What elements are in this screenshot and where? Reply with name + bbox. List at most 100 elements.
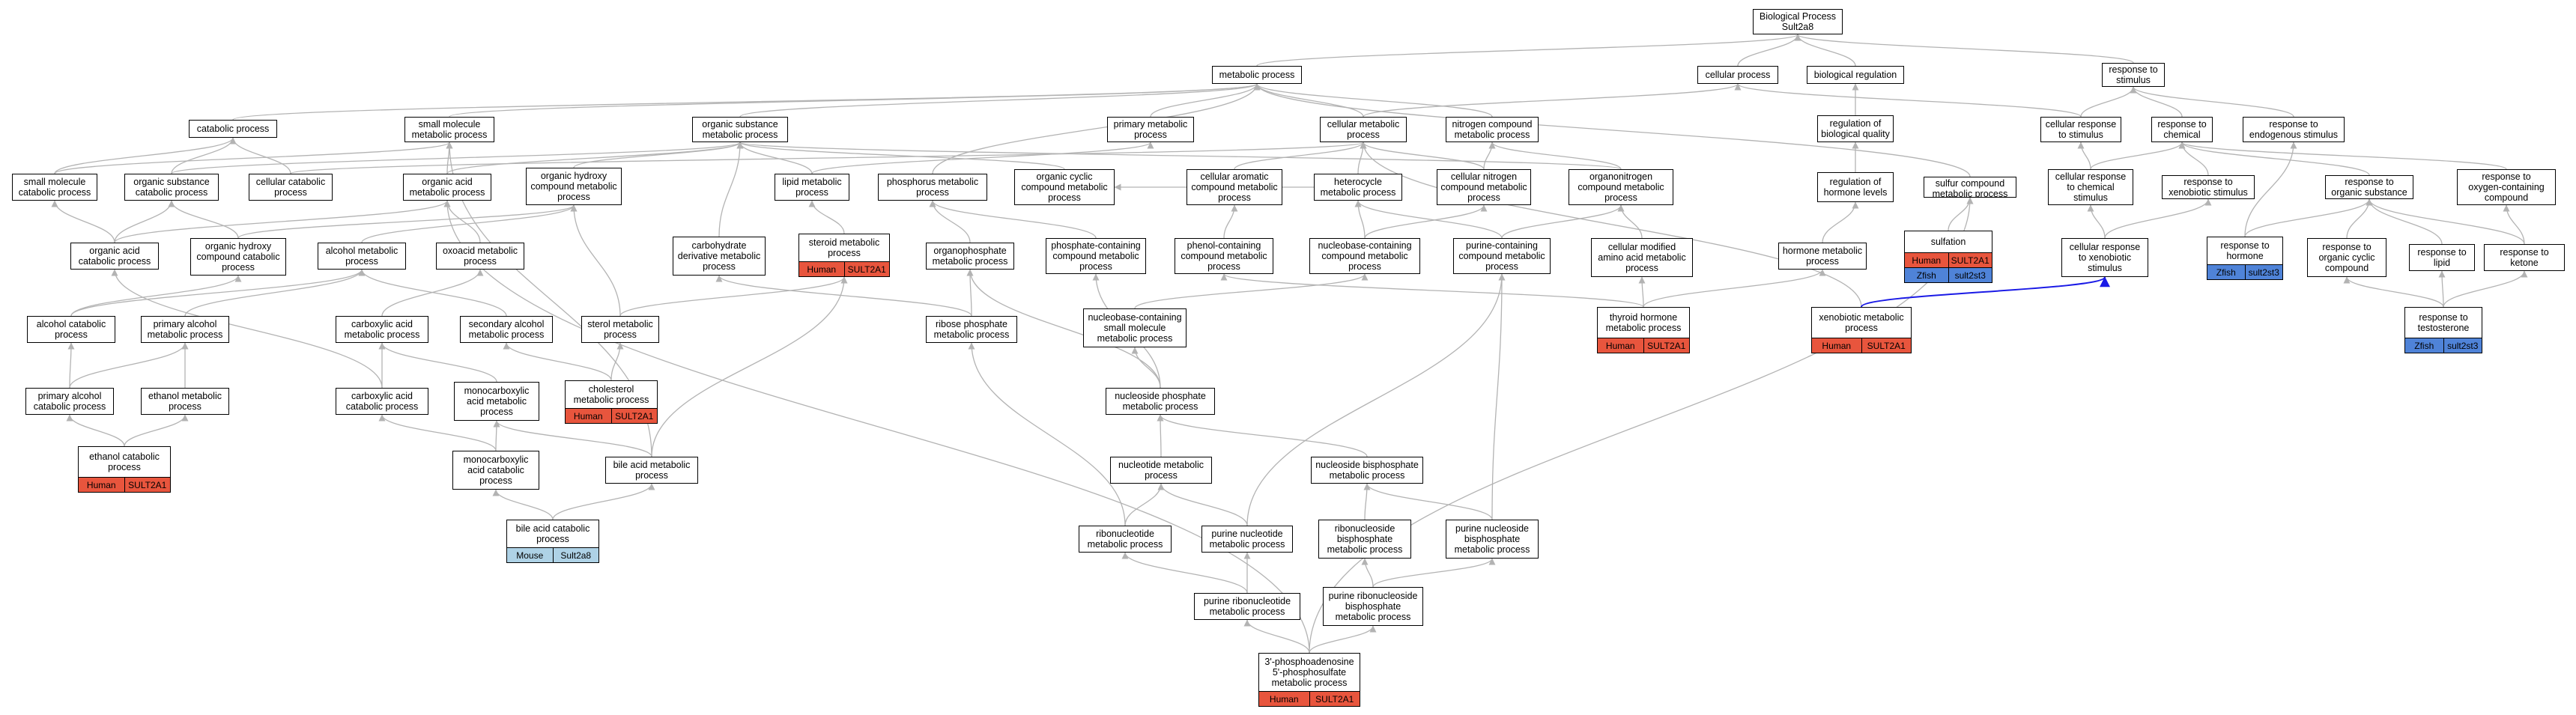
go-term-organic-acid-metabolic-process[interactable]: organic acid metabolic process <box>403 174 491 201</box>
go-term-cellular-response-to-stimulus[interactable]: cellular response to stimulus <box>2040 117 2121 142</box>
go-term-phenol-containing-compound-metabolic-process[interactable]: phenol-containing compound metabolic pro… <box>1175 238 1273 274</box>
go-term-hormone-metabolic-process[interactable]: hormone metabolic process <box>1778 243 1867 270</box>
go-term-organonitrogen-compound-metabolic-process[interactable]: organonitrogen compound metabolic proces… <box>1569 169 1673 205</box>
go-term-cellular-response-to-xenobiotic-stimulus[interactable]: cellular response to xenobiotic stimulus <box>2061 238 2148 277</box>
go-term-purine-containing-compound-metabolic-process[interactable]: purine-containing compound metabolic pro… <box>1453 238 1551 274</box>
go-term-cellular-response-to-chemical-stimulus[interactable]: cellular response to chemical stimulus <box>2048 169 2133 205</box>
go-term-organic-hydroxy-compound-catabolic-process[interactable]: organic hydroxy compound catabolic proce… <box>190 238 286 276</box>
go-term-purine-nucleoside-bisphosphate-metabolic-process[interactable]: purine nucleoside bisphosphate metabolic… <box>1446 520 1539 559</box>
go-term-organophosphate-metabolic-process[interactable]: organophosphate metabolic process <box>926 243 1014 270</box>
is-a-edge <box>2130 86 2294 118</box>
go-term-bile-acid-metabolic-process[interactable]: bile acid metabolic process <box>605 457 698 484</box>
go-term-organic-substance-metabolic-process[interactable]: organic substance metabolic process <box>692 117 788 142</box>
go-term-label: cellular response to xenobiotic stimulus <box>2069 242 2141 273</box>
go-term-carbohydrate-derivative-metabolic-process[interactable]: carbohydrate derivative metabolic proces… <box>673 237 766 276</box>
go-term-small-molecule-catabolic-process[interactable]: small molecule catabolic process <box>12 174 97 201</box>
go-term-biological-regulation[interactable]: biological regulation <box>1807 66 1904 84</box>
go-term-cellular-nitrogen-compound-metabolic-process[interactable]: cellular nitrogen compound metabolic pro… <box>1437 169 1531 205</box>
go-term-label: sulfur compound metabolic process <box>1932 178 2008 198</box>
go-term-heterocycle-metabolic-process[interactable]: heterocycle metabolic process <box>1314 174 1402 201</box>
go-term-nitrogen-compound-metabolic-process[interactable]: nitrogen compound metabolic process <box>1446 117 1539 142</box>
go-term-label: thyroid hormone metabolic process <box>1605 312 1682 333</box>
is-a-edge <box>2244 198 2373 237</box>
go-term-nucleobase-containing-compound-metabolic-process[interactable]: nucleobase-containing compound metabolic… <box>1309 238 1420 274</box>
go-term-response-to-organic-substance[interactable]: response to organic substance <box>2325 175 2413 199</box>
go-term-primary-alcohol-catabolic-process[interactable]: primary alcohol catabolic process <box>25 388 114 415</box>
go-term-sterol-metabolic-process[interactable]: sterol metabolic process <box>581 316 659 343</box>
go-term-regulation-of-hormone-levels[interactable]: regulation of hormone levels <box>1817 172 1894 202</box>
go-term-paps-metabolic-process[interactable]: 3'-phosphoadenosine 5'-phosphosulfate me… <box>1258 653 1360 707</box>
go-term-metabolic-process[interactable]: metabolic process <box>1212 66 1302 84</box>
go-term-response-to-xenobiotic-stimulus[interactable]: response to xenobiotic stimulus <box>2162 175 2255 199</box>
go-term-secondary-alcohol-metabolic-process[interactable]: secondary alcohol metabolic process <box>460 316 553 343</box>
is-a-edge <box>552 483 655 520</box>
go-term-cellular-metabolic-process[interactable]: cellular metabolic process <box>1320 117 1407 142</box>
go-term-organic-substance-catabolic-process[interactable]: organic substance catabolic process <box>124 174 219 201</box>
go-term-carboxylic-acid-metabolic-process[interactable]: carboxylic acid metabolic process <box>336 316 428 343</box>
go-term-nucleobase-containing-small-molecule-metabolic-process[interactable]: nucleobase-containing small molecule met… <box>1083 308 1187 347</box>
go-term-response-to-oxygen-containing-compound[interactable]: response to oxygen-containing compound <box>2457 169 2556 205</box>
is-a-edge <box>1360 142 1862 308</box>
go-term-purine-nucleotide-metabolic-process[interactable]: purine nucleotide metabolic process <box>1201 526 1293 553</box>
go-term-response-to-ketone[interactable]: response to ketone <box>2484 244 2565 271</box>
gene-tag: SULT2A1 <box>610 409 657 423</box>
is-a-edge <box>1354 200 1503 239</box>
go-term-phosphorus-metabolic-process[interactable]: phosphorus metabolic process <box>878 174 987 201</box>
is-a-edge <box>1361 558 1374 588</box>
go-term-cellular-process[interactable]: cellular process <box>1697 66 1778 84</box>
go-term-label: cellular aromatic compound metabolic pro… <box>1191 171 1278 203</box>
go-term-organic-cyclic-compound-metabolic-process[interactable]: organic cyclic compound metabolic proces… <box>1014 169 1115 205</box>
go-term-response-to-lipid[interactable]: response to lipid <box>2409 244 2475 271</box>
go-term-response-to-stimulus[interactable]: response to stimulus <box>2102 63 2165 87</box>
go-term-ribose-phosphate-metabolic-process[interactable]: ribose phosphate metabolic process <box>926 316 1017 343</box>
go-term-oxoacid-metabolic-process[interactable]: oxoacid metabolic process <box>436 243 524 270</box>
go-term-organic-hydroxy-compound-metabolic-process[interactable]: organic hydroxy compound metabolic proce… <box>526 168 622 205</box>
go-term-lipid-metabolic-process[interactable]: lipid metabolic process <box>775 174 849 201</box>
go-term-nucleotide-metabolic-process[interactable]: nucleotide metabolic process <box>1110 457 1212 484</box>
go-term-sulfur-compound-metabolic-process[interactable]: sulfur compound metabolic process <box>1924 177 2016 198</box>
go-term-phosphate-containing-compound-metabolic-process[interactable]: phosphate-containing compound metabolic … <box>1046 238 1146 274</box>
go-term-label: alcohol metabolic process <box>325 246 398 267</box>
go-term-catabolic-process[interactable]: catabolic process <box>189 120 277 138</box>
go-term-cellular-catabolic-process[interactable]: cellular catabolic process <box>249 174 333 201</box>
go-term-regulation-of-biological-quality[interactable]: regulation of biological quality <box>1817 115 1894 142</box>
go-term-cellular-modified-amino-acid-metabolic-process[interactable]: cellular modified amino acid metabolic p… <box>1591 238 1693 277</box>
go-term-bp-sult2a8[interactable]: Biological Process Sult2a8 <box>1753 9 1843 34</box>
go-term-alcohol-metabolic-process[interactable]: alcohol metabolic process <box>318 243 406 270</box>
go-term-nucleoside-bisphosphate-metabolic-process[interactable]: nucleoside bisphosphate metabolic proces… <box>1311 457 1423 484</box>
go-term-ribonucleoside-bisphosphate-metabolic-process[interactable]: ribonucleoside bisphosphate metabolic pr… <box>1318 520 1411 559</box>
go-term-label: purine ribonucleoside bisphosphate metab… <box>1328 591 1418 622</box>
species-tag: Zfish <box>1905 268 1948 282</box>
go-term-alcohol-catabolic-process[interactable]: alcohol catabolic process <box>27 316 115 343</box>
go-term-carboxylic-acid-catabolic-process[interactable]: carboxylic acid catabolic process <box>336 388 428 415</box>
go-term-small-molecule-metabolic-process[interactable]: small molecule metabolic process <box>404 117 494 142</box>
go-term-ribonucleotide-metabolic-process[interactable]: ribonucleotide metabolic process <box>1079 526 1172 553</box>
go-term-label: lipid metabolic process <box>782 177 842 198</box>
gene-tag: Sult2a8 <box>552 548 598 562</box>
go-term-purine-ribonucleoside-bisphosphate-metabolic-process[interactable]: purine ribonucleoside bisphosphate metab… <box>1323 587 1423 626</box>
go-term-primary-metabolic-process[interactable]: primary metabolic process <box>1107 117 1194 142</box>
go-term-response-to-organic-cyclic-compound[interactable]: response to organic cyclic compound <box>2307 238 2386 277</box>
go-term-cellular-aromatic-compound-metabolic-process[interactable]: cellular aromatic compound metabolic pro… <box>1187 169 1282 205</box>
go-term-organic-acid-catabolic-process[interactable]: organic acid catabolic process <box>70 243 159 270</box>
go-term-response-to-endogenous-stimulus[interactable]: response to endogenous stimulus <box>2243 117 2345 142</box>
go-term-primary-alcohol-metabolic-process[interactable]: primary alcohol metabolic process <box>141 316 229 343</box>
go-term-ethanol-metabolic-process[interactable]: ethanol metabolic process <box>141 388 229 415</box>
go-term-response-to-chemical[interactable]: response to chemical <box>2151 117 2213 142</box>
go-term-purine-ribonucleotide-metabolic-process[interactable]: purine ribonucleotide metabolic process <box>1194 593 1300 620</box>
gene-tag: SULT2A1 <box>1643 338 1689 353</box>
go-term-monocarboxylic-acid-catabolic-process[interactable]: monocarboxylic acid catabolic process <box>452 451 539 490</box>
go-term-monocarboxylic-acid-metabolic-process[interactable]: monocarboxylic acid metabolic process <box>454 382 539 421</box>
go-term-nucleoside-phosphate-metabolic-process[interactable]: nucleoside phosphate metabolic process <box>1106 388 1215 415</box>
is-a-edge <box>1364 204 1488 239</box>
go-term-label: regulation of hormone levels <box>1823 177 1888 198</box>
